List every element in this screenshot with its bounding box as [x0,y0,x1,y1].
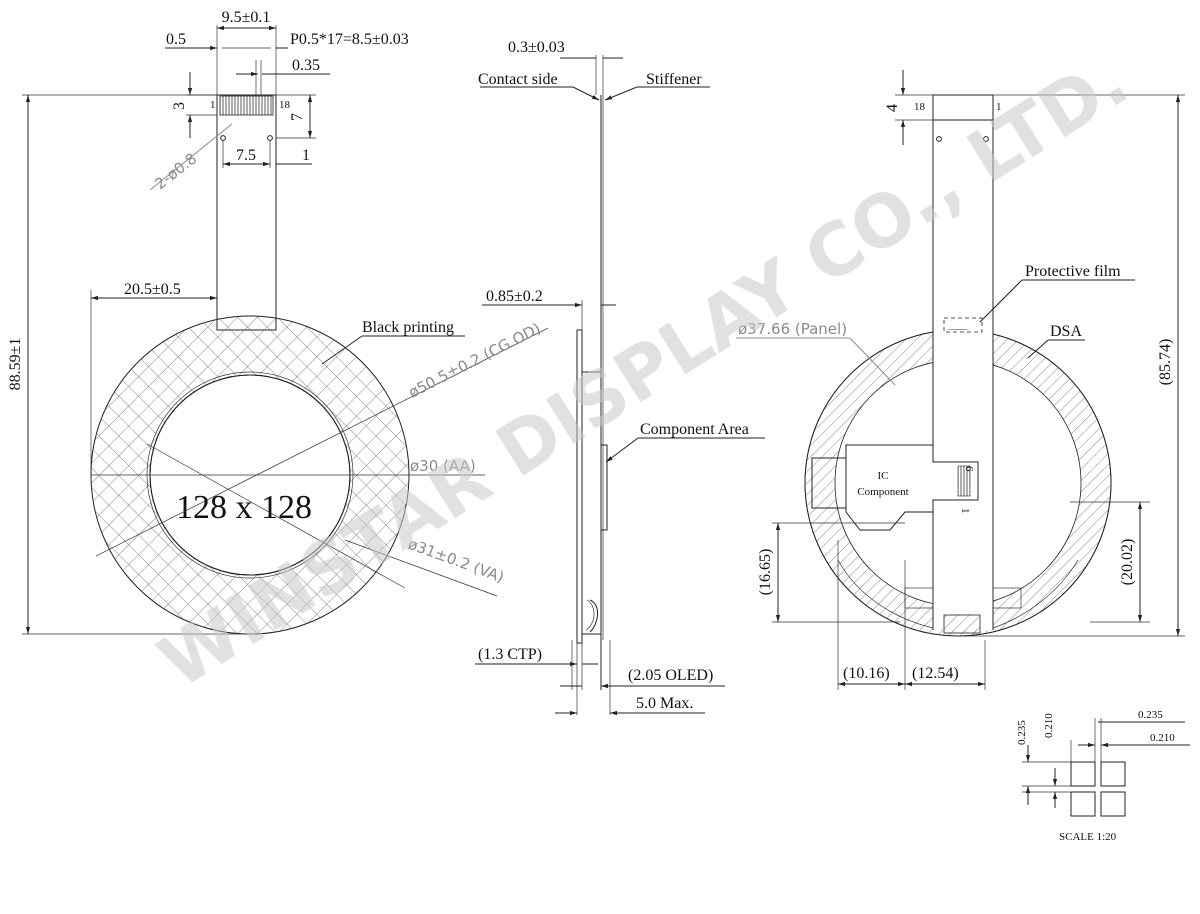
dsa-ring [804,329,1112,637]
dsa-label: DSA [1050,323,1082,340]
detail-v2: 0.210 [1043,713,1055,738]
hole-edge-dim: 1 [302,147,310,164]
pad-width-dim: 0.35 [292,57,320,74]
resolution-label: 128 x 128 [176,489,312,526]
ic-label-1: IC [878,470,889,482]
aa-dim: ø30 (AA) [410,457,476,475]
dim-12-54: (12.54) [912,665,959,682]
detail-v1: 0.235 [1016,720,1028,745]
edge-offset-dim: 0.5 [166,31,186,48]
contact-side-label: Contact side [478,71,558,88]
ic-pin-first: 1 [959,508,971,514]
stiffener-thickness-dim: 0.3±0.03 [508,39,565,56]
detail-h2: 0.210 [1150,732,1175,744]
front-view: 128 x 128 9.5±0.1 0.5 P0.5*17=8.5±0.03 0… [7,9,549,635]
back-hole-right [983,136,989,142]
protective-film [943,317,983,333]
max-thickness-dim: 5.0 Max. [636,695,693,712]
fpc-thickness-dim: 0.85±0.2 [486,288,543,305]
detail-h1: 0.235 [1138,709,1163,721]
back-hole-left [936,136,942,142]
ic-label-2: Component [857,486,908,498]
back-pin-first: 1 [996,101,1002,113]
pad-height-dim: 3 [171,102,188,110]
pin-first-front: 1 [210,99,216,111]
back-tail-top [932,94,994,121]
pitch-dim: P0.5*17=8.5±0.03 [290,31,409,48]
fpc-pads [219,95,274,116]
fpc-offset-dim: 20.5±0.5 [124,281,181,298]
oled-dim: (2.05 OLED) [628,667,713,684]
scale-label: SCALE 1:20 [1059,831,1117,843]
holes-dim: 2-ø0.8 [151,149,200,193]
fpc-hole-right [267,135,273,141]
dim-16-65: (16.65) [757,549,774,596]
pin-last-front: 18 [279,99,291,111]
component-block [600,444,608,531]
dim-20-02: (20.02) [1119,539,1136,586]
black-printing-label: Black printing [362,319,454,336]
pixel-detail: 0.235 0.210 0.235 0.210 SCALE 1:20 [1016,709,1190,843]
protective-film-label: Protective film [1025,263,1121,280]
hole-spacing-dim: 7.5 [236,147,256,164]
bottom-pad [943,614,981,634]
side-view: 0.3±0.03 Contact side Stiffener 0.85±0.2… [475,39,765,716]
back-pin-last: 18 [914,101,926,113]
ic-pin-last: 6 [963,466,975,472]
overall-height-dim: 88.59±1 [7,338,24,391]
ic-flex [845,444,979,531]
component-area-label: Component Area [640,421,749,438]
fpc-hole-left [220,135,226,141]
back-view: 18 1 IC Component 6 1 4 (85.74) [736,70,1185,690]
stiffener-label: Stiffener [646,71,702,88]
dim-10-16: (10.16) [843,665,890,682]
overall-back-dim: (85.74) [1157,339,1174,386]
tail-height-dim: 4 [884,104,901,112]
stiffener-height-dim: 7 [289,113,306,121]
panel-dim: ø37.66 (Panel) [738,320,847,338]
fpc-tail [216,94,277,331]
ctp-dim: (1.3 CTP) [478,646,542,663]
fpc-width-dim: 9.5±0.1 [222,9,271,26]
